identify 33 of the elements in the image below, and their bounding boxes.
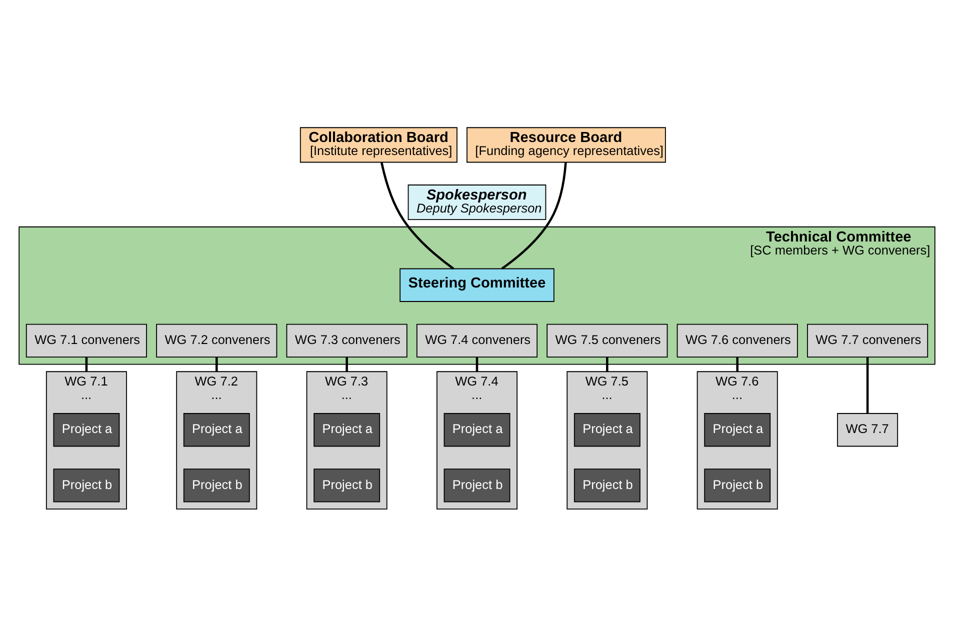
node-box: Project a [314,412,380,446]
node-box: WG 7.1 conveners [26,323,147,357]
connector [736,356,738,372]
connector [216,356,218,372]
connector [346,356,348,372]
node-box: WG 7.2 conveners [156,323,278,357]
node-box: Project a [444,412,510,446]
node-box: Project a [704,412,771,446]
node-box: Collaboration Board [Institute representatives] [300,126,458,162]
connector [380,162,454,270]
connector [866,356,869,413]
connector [501,162,567,270]
node-box: Steering Committee [400,268,554,302]
node-box: Project a [574,412,640,446]
node-box: WG 7.6 conveners [676,323,798,357]
node-box: Spokesperson Deputy Spokesperson [408,184,546,220]
node-box: WG 7.7 [837,412,898,446]
node-box: Resource Board [Funding agency representatives] [466,126,666,162]
node-box: WG 7.7 conveners [807,323,928,357]
node-box: Project b [444,468,510,502]
node-box: WG 7.5 conveners [546,323,668,357]
connector [606,356,608,372]
connector [476,356,478,372]
node-box: Project b [574,468,640,502]
node-box: Project b [314,468,380,502]
node-box: Project a [183,412,250,446]
node-box: Project b [704,468,771,502]
node-box: WG 7.4 conveners [416,323,538,357]
node-box: Project b [183,468,250,502]
node-box: Project a [53,412,120,446]
node-box: WG 7.3 conveners [286,323,408,357]
node-box: Project b [53,468,120,502]
connector [85,356,88,372]
